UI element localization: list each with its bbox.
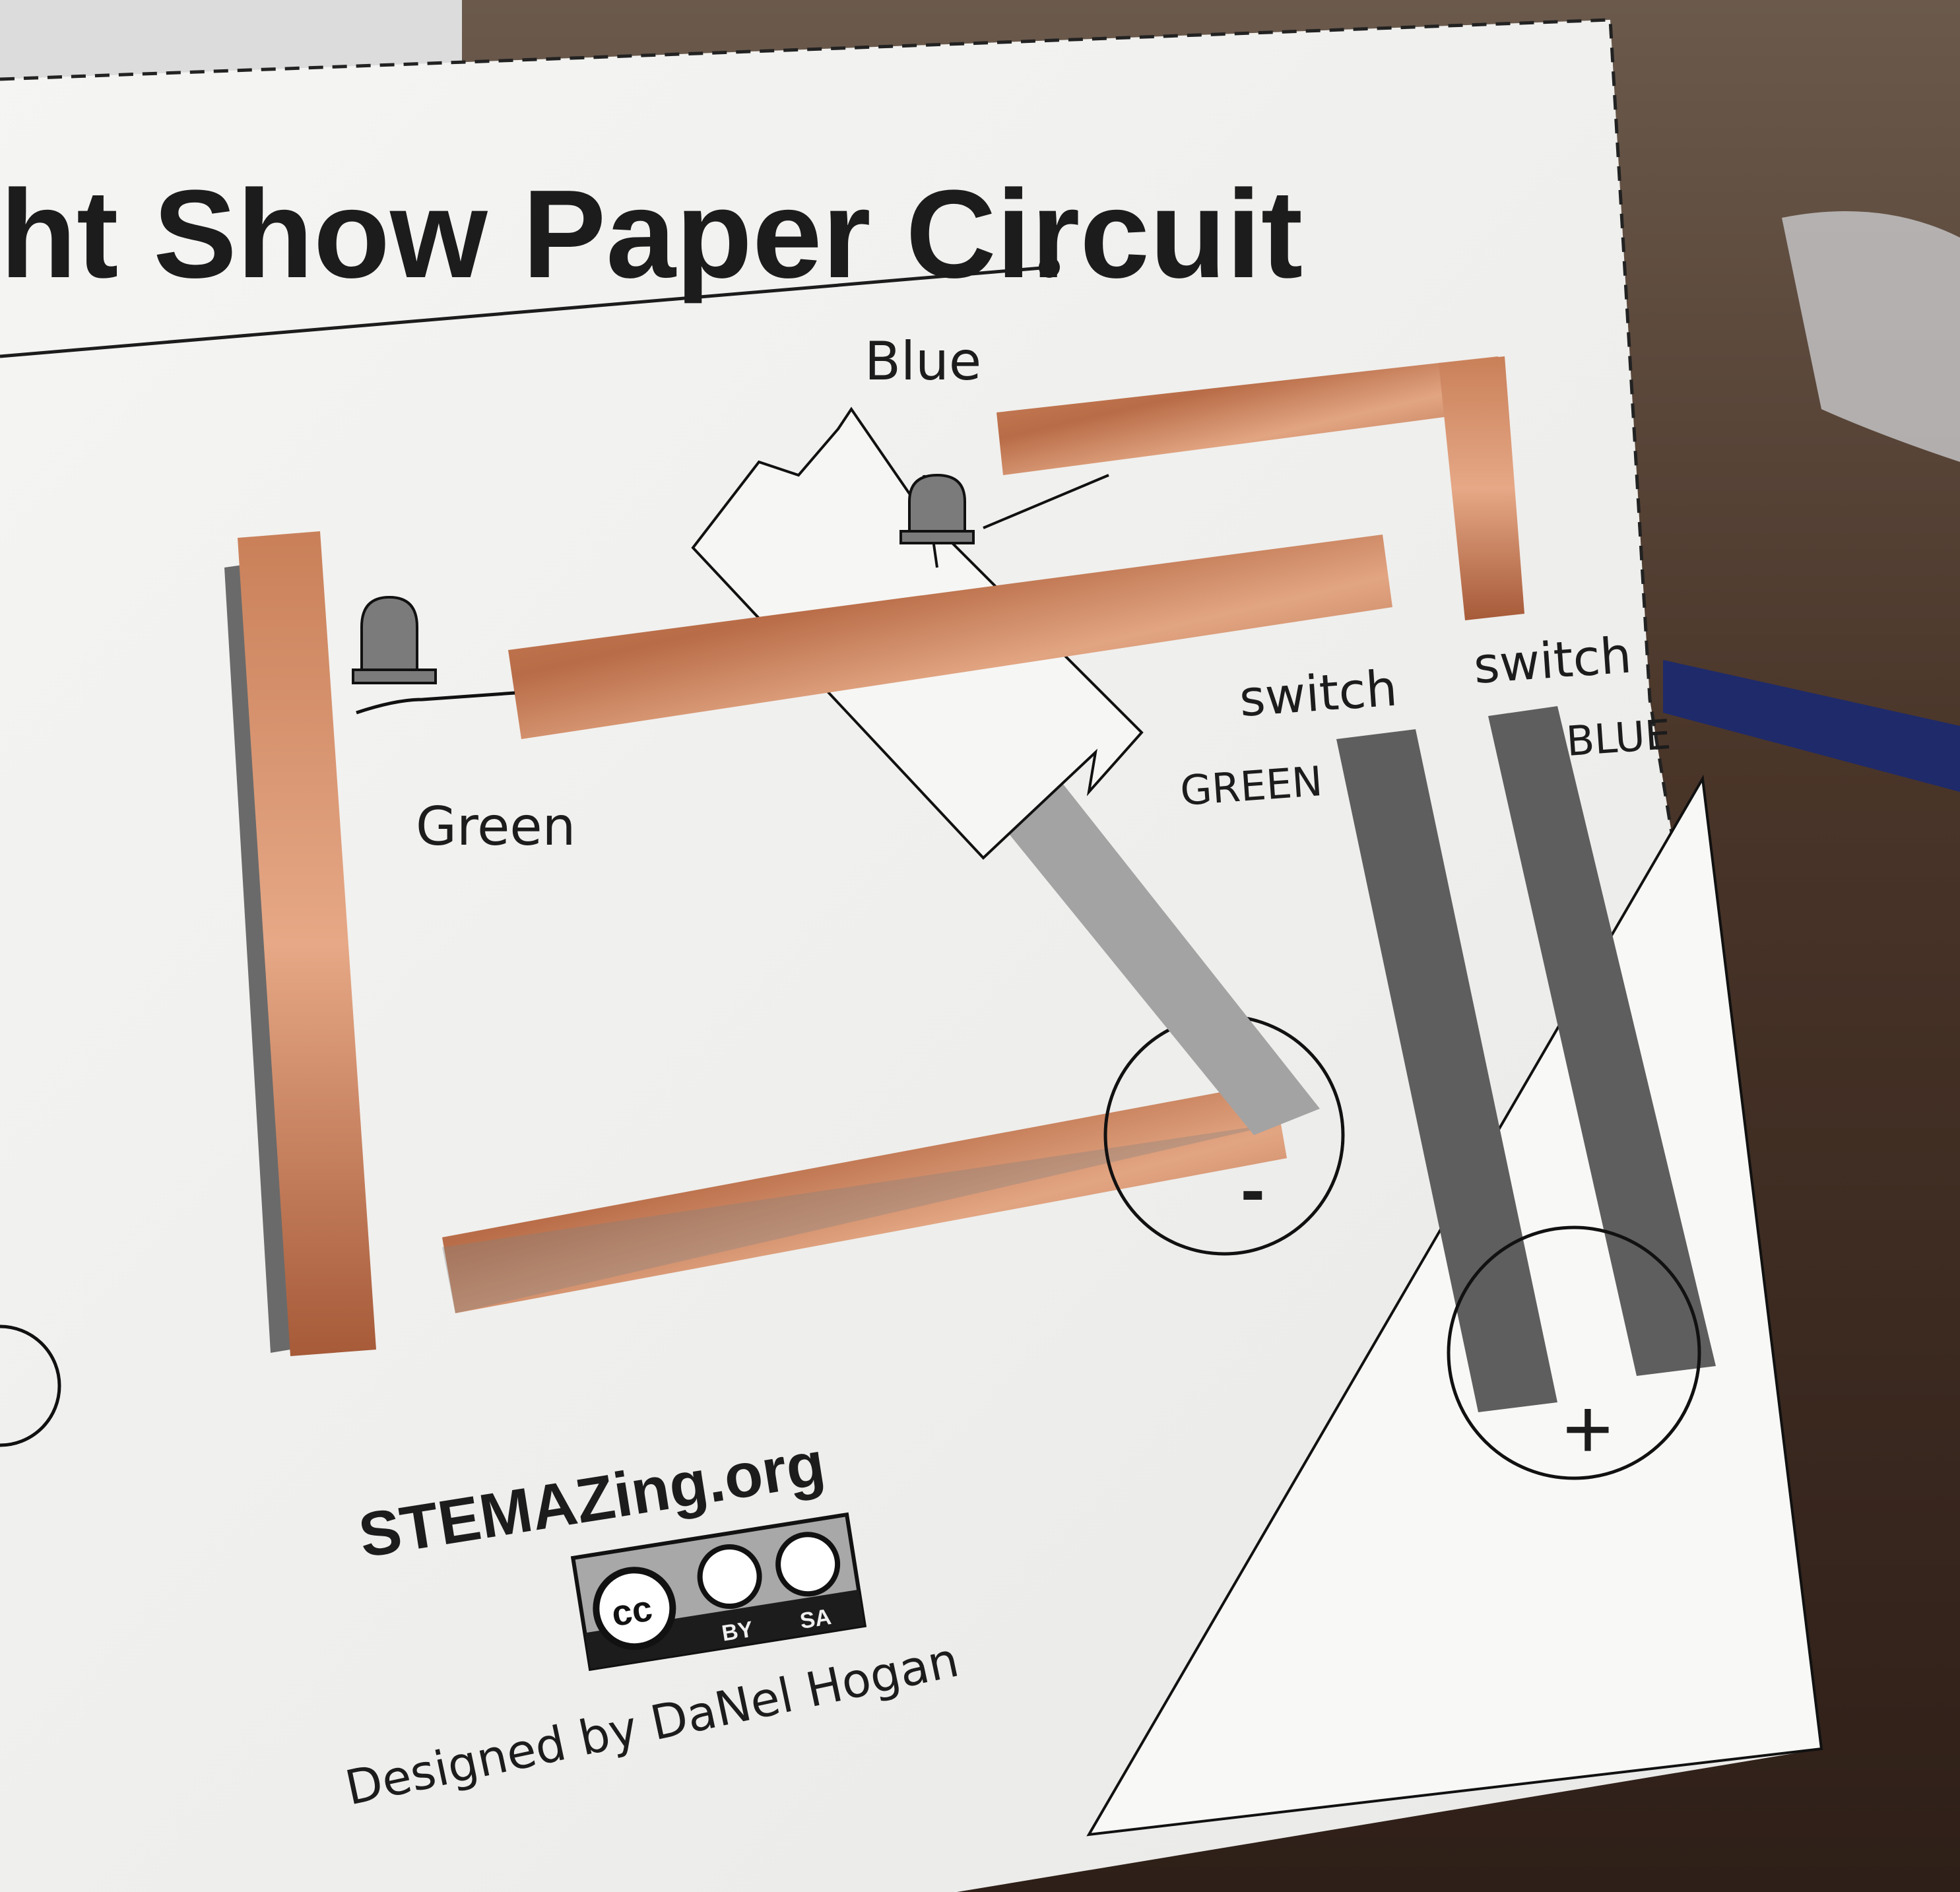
blue-led-label: Blue: [865, 331, 981, 392]
cc-badge-bottom-bar: [585, 1589, 865, 1669]
graphite-switch-blue: [1488, 706, 1716, 1376]
left-partial-circle: [0, 1324, 61, 1447]
cc-text: cc: [608, 1587, 655, 1634]
share-alike-icon: [775, 1532, 841, 1597]
card-title: ht Show Paper Circuit: [0, 164, 1303, 304]
switch-green-label: GREEN: [1179, 757, 1324, 815]
copper-bottom-strip: [442, 1082, 1287, 1313]
battery-positive-outline-icon: [1447, 1225, 1701, 1480]
green-led-icon: [352, 595, 437, 684]
copper-middle-strip: [508, 535, 1392, 739]
attribution-icon: [697, 1544, 762, 1610]
blue-led-icon: [899, 473, 975, 544]
battery-positive-sign: +: [1563, 1381, 1613, 1477]
switch-blue-label: BLUE: [1565, 710, 1672, 766]
plastic-bag-background: [1782, 211, 1960, 462]
cc-license-badge: cc BY SA: [570, 1512, 867, 1672]
creative-commons-icon: [593, 1567, 676, 1650]
title-underline-dot: [1039, 257, 1060, 278]
title-underline: [0, 265, 1050, 358]
by-text: BY: [720, 1617, 755, 1647]
card-dashed-border: [0, 18, 1823, 1749]
green-led-leg: [356, 691, 515, 715]
graphite-bottom-shadow: [442, 1122, 1287, 1313]
folded-flap: [1086, 774, 1823, 1837]
graphite-switch-green: [1336, 729, 1557, 1412]
switch-label-left: switch: [1237, 659, 1399, 727]
sa-text: SA: [799, 1604, 833, 1634]
blue-led-leg-2: [983, 474, 1109, 529]
switch-label-right: switch: [1472, 626, 1633, 694]
copper-top-strip: [996, 356, 1505, 475]
pen-background: [1663, 660, 1960, 792]
copper-left-strip: [238, 531, 376, 1356]
battery-negative-sign: -: [1241, 1149, 1265, 1230]
copper-right-down-strip: [1439, 356, 1524, 620]
green-led-label: Green: [416, 796, 575, 857]
